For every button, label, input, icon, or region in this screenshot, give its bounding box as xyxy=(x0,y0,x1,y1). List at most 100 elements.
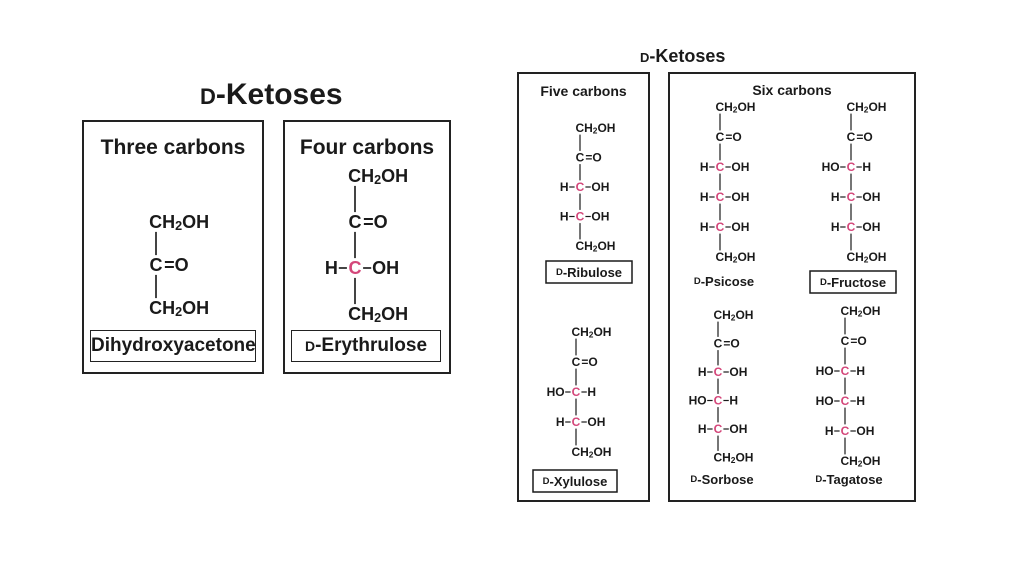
five-carbons-panel: Five carbons xyxy=(517,72,650,502)
ribulose-row-3-right-group: OH xyxy=(591,210,609,224)
right-title-rest: -Ketoses xyxy=(649,46,726,66)
psicose-row-4-right-group: OH xyxy=(731,220,749,234)
tagatose-row-3-left-group: HO xyxy=(816,394,834,408)
psicose-row-2-right-group: OH xyxy=(731,160,749,174)
xylulose-row-3-right-group: OH xyxy=(587,415,605,429)
xylulose-row-4: CH2OH xyxy=(571,445,611,460)
fructose-row-1-c: C xyxy=(847,130,856,144)
xylulose-row-2-left-group: HO xyxy=(547,385,565,399)
tagatose-row-2-left-group: HO xyxy=(816,364,834,378)
sorbose-row-0: CH2OH xyxy=(713,308,753,323)
ribulose-row-2-chiral-carbon: C xyxy=(576,180,585,194)
fructose-row-4-right-group: OH xyxy=(862,220,880,234)
xylulose-label-box xyxy=(532,469,618,493)
tagatose-row-5: CH2OH xyxy=(840,454,880,469)
xylulose-row-2-chiral-carbon: C xyxy=(572,385,581,399)
erythrulose-row-2-left-group: H xyxy=(325,258,338,278)
tagatose-row-2-right-group: H xyxy=(856,364,865,378)
fructose-row-2-left-group: HO xyxy=(822,160,840,174)
tagatose-row-4-left-group: H xyxy=(825,424,834,438)
psicose-row-3-left-group: H xyxy=(700,190,709,204)
psicose-row-3-right-group: OH xyxy=(731,190,749,204)
erythrulose-label-prefix: D xyxy=(304,338,316,354)
left-title: D-Ketoses xyxy=(200,78,343,112)
fructose-row-2-chiral-carbon: C xyxy=(847,160,856,174)
sorbose-row-1-o: =O xyxy=(723,337,739,351)
dihydroxyacetone-row-0: CH2OH xyxy=(149,212,209,233)
left-title-rest: -Ketoses xyxy=(215,78,343,111)
psicose-row-1-o: =O xyxy=(725,130,741,144)
xylulose-label: D-Xylulose xyxy=(543,474,608,489)
tagatose-row-2-chiral-carbon: C xyxy=(841,364,850,378)
fructose-row-3-right-group: OH xyxy=(862,190,880,204)
ribulose-label: D-Ribulose xyxy=(556,265,622,280)
sorbose-row-3-right-group: H xyxy=(729,394,738,408)
fructose-label: D-Fructose xyxy=(820,275,886,290)
sorbose-row-2-left-group: H xyxy=(698,365,707,379)
fructose-row-0: CH2OH xyxy=(846,100,886,115)
erythrulose-row-1-o: =O xyxy=(363,212,388,232)
fructose-label-box xyxy=(809,270,897,294)
sorbose-row-4-chiral-carbon: C xyxy=(714,422,723,436)
fructose-row-4-left-group: H xyxy=(831,220,840,234)
fructose-row-2-right-group: H xyxy=(862,160,871,174)
dihydroxyacetone-row-2: CH2OH xyxy=(149,298,209,319)
ribulose-row-3-chiral-carbon: C xyxy=(576,210,585,224)
sorbose-row-1-c: C xyxy=(714,337,723,351)
tagatose-row-4-right-group: OH xyxy=(856,424,874,438)
erythrulose-row-0: CH2OH xyxy=(348,166,408,187)
erythrulose-label: D-Erythrulose xyxy=(291,330,441,362)
right-title-prefix: D xyxy=(640,50,650,65)
ribulose-row-2-right-group: OH xyxy=(591,180,609,194)
xylulose-row-1-c: C xyxy=(572,355,581,369)
dihydroxyacetone-structure: CH2OH C=O CH2OH xyxy=(149,212,209,319)
dihydroxyacetone-row-1-o: =O xyxy=(164,255,189,275)
five-carbons-header: Five carbons xyxy=(540,83,627,99)
psicose-row-5: CH2OH xyxy=(715,250,755,265)
tagatose-row-4-chiral-carbon: C xyxy=(841,424,850,438)
six-carbons-header: Six carbons xyxy=(752,82,832,98)
tagatose-row-3-chiral-carbon: C xyxy=(841,394,850,408)
ribulose-row-2-left-group: H xyxy=(560,180,569,194)
psicose-row-2-left-group: H xyxy=(700,160,709,174)
tagatose-label: D-Tagatose xyxy=(815,472,882,487)
tagatose-row-0: CH2OH xyxy=(840,304,880,319)
sorbose-row-4-left-group: H xyxy=(698,422,707,436)
psicose-row-4-chiral-carbon: C xyxy=(716,220,725,234)
tagatose-row-1-o: =O xyxy=(850,334,866,348)
right-title: D-Ketoses xyxy=(640,46,725,67)
psicose-row-4-left-group: H xyxy=(700,220,709,234)
fructose-row-3-chiral-carbon: C xyxy=(847,190,856,204)
ribulose-row-3-left-group: H xyxy=(560,210,569,224)
xylulose-row-1-o: =O xyxy=(581,355,597,369)
ribulose-label-box xyxy=(545,260,633,284)
sorbose-row-5: CH2OH xyxy=(713,451,753,466)
left-title-prefix: D xyxy=(200,84,216,109)
psicose-row-1-c: C xyxy=(716,130,725,144)
psicose-row-3-chiral-carbon: C xyxy=(716,190,725,204)
xylulose-row-2-right-group: H xyxy=(587,385,596,399)
sorbose-row-3-left-group: HO xyxy=(689,394,707,408)
sorbose-row-2-chiral-carbon: C xyxy=(714,365,723,379)
sorbose-row-2-right-group: OH xyxy=(729,365,747,379)
ribulose-row-4: CH2OH xyxy=(575,239,615,254)
erythrulose-row-2-chiral-carbon: C xyxy=(349,258,362,278)
ribulose-row-1-c: C xyxy=(576,151,585,165)
xylulose-row-3-chiral-carbon: C xyxy=(572,415,581,429)
sorbose-row-3-chiral-carbon: C xyxy=(714,394,723,408)
dihydroxyacetone-label: Dihydroxyacetone xyxy=(90,330,256,362)
xylulose-row-3-left-group: H xyxy=(556,415,565,429)
tagatose-row-1-c: C xyxy=(841,334,850,348)
tagatose-row-3-right-group: H xyxy=(856,394,865,408)
xylulose-row-0: CH2OH xyxy=(571,325,611,340)
erythrulose-label-rest: -Erythrulose xyxy=(315,335,428,356)
dihydroxyacetone-row-1-c: C xyxy=(150,255,163,275)
psicose-row-2-chiral-carbon: C xyxy=(716,160,725,174)
fructose-row-1-o: =O xyxy=(856,130,872,144)
ribulose-row-0: CH2OH xyxy=(575,121,615,136)
sorbose-row-4-right-group: OH xyxy=(729,422,747,436)
